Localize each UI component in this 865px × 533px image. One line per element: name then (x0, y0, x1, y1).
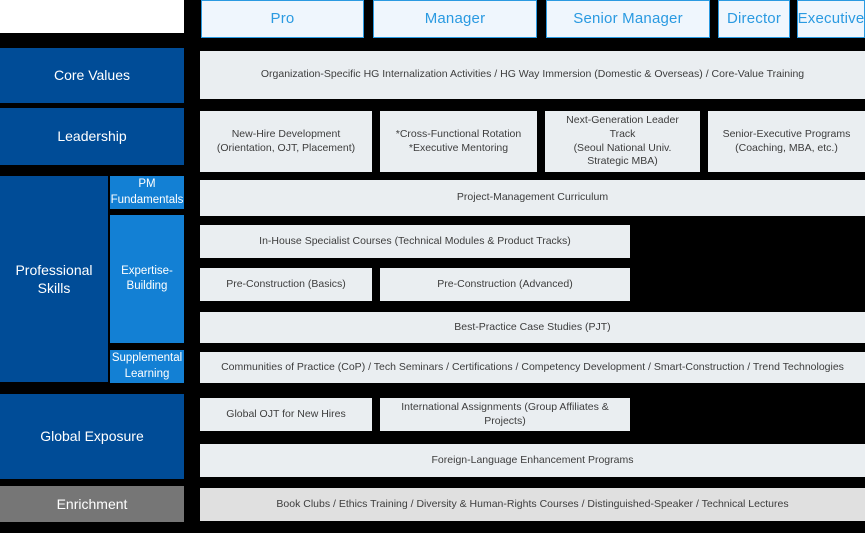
program-line: (Seoul National Univ. (573, 141, 672, 154)
subcategory-label-expertise-building[interactable]: Expertise- Building (110, 215, 184, 343)
level-header-pro[interactable]: Pro (201, 0, 364, 38)
level-header-director[interactable]: Director (718, 0, 790, 38)
program-line: Senior-Executive Programs (722, 127, 851, 140)
category-label-global-exposure[interactable]: Global Exposure (0, 394, 184, 479)
subcategory-line: Expertise- (121, 264, 173, 277)
program-bar-foreign-language-enhancement[interactable]: Foreign-Language Enhancement Programs (200, 444, 865, 477)
program-bar-best-practice-case-studies[interactable]: Best-Practice Case Studies (PJT) (200, 312, 865, 343)
category-label-enrichment[interactable]: Enrichment (0, 486, 184, 522)
level-header-executive[interactable]: Executive (797, 0, 865, 38)
program-bar-senior-executive-programs[interactable]: Senior-Executive Programs (Coaching, MBA… (708, 111, 865, 172)
program-line: Next-Generation Leader Track (566, 113, 679, 140)
program-line: Strategic MBA) (587, 155, 658, 168)
level-header-manager[interactable]: Manager (373, 0, 537, 38)
program-line: *Executive Mentoring (408, 141, 509, 154)
program-bar-core-values-all[interactable]: Organization-Specific HG Internalization… (200, 51, 865, 99)
header-blank-corner (0, 0, 184, 33)
program-line: *Cross-Functional Rotation (395, 127, 522, 140)
program-bar-next-generation-leader-track[interactable]: Next-Generation Leader Track (Seoul Nati… (545, 111, 700, 172)
program-bar-new-hire-development[interactable]: New-Hire Development (Orientation, OJT, … (200, 111, 372, 172)
subcategory-label-supplemental-learning[interactable]: Supplemental Learning (110, 350, 184, 383)
program-bar-cross-functional-rotation[interactable]: *Cross-Functional Rotation *Executive Me… (380, 111, 537, 172)
program-bar-enrichment-all[interactable]: Book Clubs / Ethics Training / Diversity… (200, 488, 865, 521)
subcategory-line: Building (126, 280, 168, 292)
program-bar-communities-of-practice[interactable]: Communities of Practice (CoP) / Tech Sem… (200, 352, 865, 383)
program-line: (Coaching, MBA, etc.) (735, 141, 838, 154)
subcategory-line: PM (138, 178, 156, 191)
category-label-professional-skills[interactable]: Professional Skills (0, 176, 108, 382)
program-line: New-Hire Development (231, 127, 341, 140)
program-bar-pre-construction-basics[interactable]: Pre-Construction (Basics) (200, 268, 372, 301)
subcategory-label-pm-fundamentals[interactable]: PM Fundamentals (110, 176, 184, 209)
program-bar-in-house-specialist-courses[interactable]: In-House Specialist Courses (Technical M… (200, 225, 630, 258)
category-label-core-values[interactable]: Core Values (0, 48, 184, 103)
program-bar-global-ojt-for-new-hires[interactable]: Global OJT for New Hires (200, 398, 372, 431)
category-label-line: Skills (37, 280, 71, 296)
subcategory-line: Fundamentals (110, 193, 184, 206)
program-line: (Orientation, OJT, Placement) (216, 141, 356, 154)
category-label-line: Professional (15, 261, 93, 278)
program-bar-international-assignments[interactable]: International Assignments (Group Affilia… (380, 398, 630, 431)
subcategory-line: Learning (124, 367, 170, 380)
program-bar-project-management-curriculum[interactable]: Project-Management Curriculum (200, 180, 865, 216)
program-bar-pre-construction-advanced[interactable]: Pre-Construction (Advanced) (380, 268, 630, 301)
subcategory-line: Supplemental (111, 352, 183, 365)
level-header-senior-manager[interactable]: Senior Manager (546, 0, 710, 38)
category-label-leadership[interactable]: Leadership (0, 108, 184, 165)
